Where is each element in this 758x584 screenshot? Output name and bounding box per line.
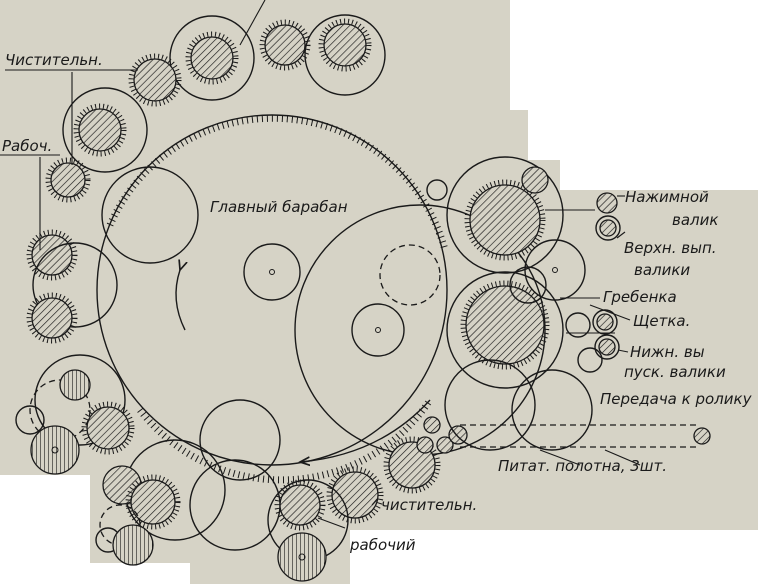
label-lower-delivery-2: пуск. валики bbox=[624, 363, 726, 381]
label-upper-delivery-1: Верхн. вып. bbox=[624, 239, 717, 257]
label-cleaner-bottom: чистительн. bbox=[381, 496, 477, 514]
label-cleaner-top: Чистительн. bbox=[5, 51, 103, 69]
label-press-roller-2: валик bbox=[672, 211, 718, 229]
label-press-roller-1: Нажимной bbox=[625, 188, 709, 206]
main-drum-label: Главный барабан bbox=[210, 198, 348, 216]
label-lower-delivery-1: Нижн. вы bbox=[630, 343, 705, 361]
bottom-rollers bbox=[189, 416, 468, 582]
top-rollers bbox=[26, 0, 386, 344]
bottom-left-rollers bbox=[15, 354, 226, 566]
label-upper-delivery-2: валики bbox=[634, 261, 690, 279]
label-feed-aprons: Питат. полотна, 3шт. bbox=[498, 457, 667, 475]
label-brush: Щетка. bbox=[633, 312, 690, 330]
label-worker-left: Рабоч. bbox=[2, 137, 52, 155]
label-comb: Гребенка bbox=[603, 288, 677, 306]
label-transmission: Передача к ролику bbox=[600, 390, 753, 408]
label-worker-bottom: рабочий bbox=[349, 536, 416, 554]
main-drum bbox=[96, 114, 546, 484]
leader-lines bbox=[0, 69, 641, 529]
right-rollers bbox=[426, 156, 711, 451]
